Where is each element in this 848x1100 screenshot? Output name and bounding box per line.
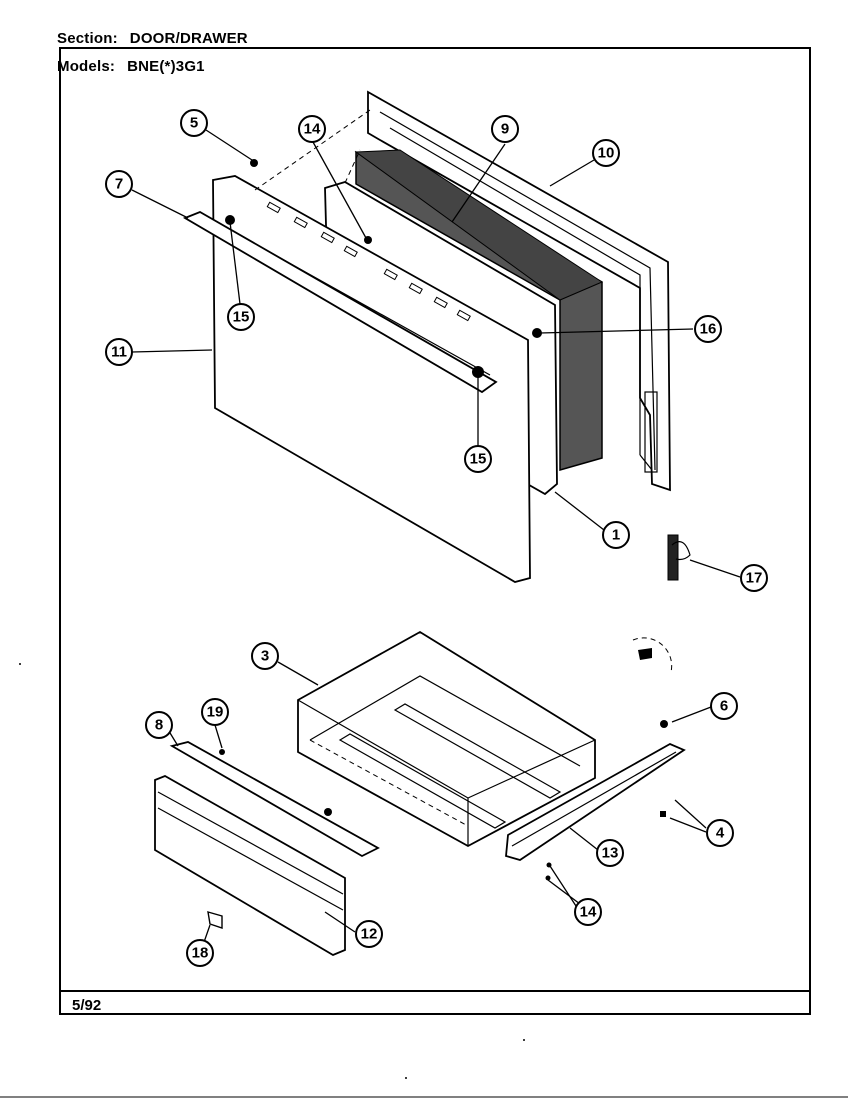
callout-15-right: 15 [464,445,492,473]
drawer-body [297,630,596,848]
svg-text:17: 17 [746,570,763,587]
svg-text:19: 19 [207,704,224,721]
callout-6: 6 [710,692,738,720]
svg-text:16: 16 [700,321,717,338]
svg-text:1: 1 [612,527,620,544]
models-value: BNE(*)3G1 [127,58,205,75]
callout-19: 19 [201,698,229,726]
svg-text:5: 5 [190,115,198,132]
drawer-front-trim [169,741,380,858]
callout-5: 5 [180,109,208,137]
svg-text:18: 18 [192,945,209,962]
callout-7: 7 [105,170,133,198]
callout-13: 13 [596,839,624,867]
callout-4: 4 [706,819,734,847]
callout-3: 3 [251,642,279,670]
callout-18: 18 [186,939,214,967]
models-label: Models: [57,58,116,75]
spacer-16-icon [532,328,542,338]
models-heading: Models: BNE(*)3G1 [57,58,205,75]
svg-text:6: 6 [720,698,728,715]
callout-12: 12 [355,920,383,948]
svg-text:13: 13 [602,845,619,862]
svg-text:9: 9 [501,121,509,138]
section-heading: Section: DOOR/DRAWER [57,30,248,47]
footer-divider [59,990,811,992]
insulation-pad [354,149,604,471]
leader-lines [131,129,741,946]
callout-11: 11 [105,338,133,366]
glide-clip-detail [632,637,673,817]
revision-date: 5/92 [72,997,102,1014]
svg-text:3: 3 [261,648,269,665]
door-handle [182,211,498,394]
callout-9: 9 [491,115,519,143]
svg-text:7: 7 [115,176,123,193]
callout-1: 1 [602,521,630,549]
svg-text:4: 4 [716,825,725,842]
callout-8: 8 [145,711,173,739]
door-inner-frame [367,90,671,492]
screw-5-icon [250,159,258,167]
svg-text:8: 8 [155,717,163,734]
drawer-slide-rail [505,742,686,861]
door-hinge [667,534,691,581]
callout-10: 10 [592,139,620,167]
svg-text:11: 11 [111,344,127,361]
drawer-bracket-icon [207,911,223,929]
diagram-frame [59,47,811,1015]
section-label: Section: [57,30,118,47]
drawer-front-panel [154,775,346,957]
callout-14-drawer: 14 [574,898,602,926]
svg-text:15: 15 [233,309,250,326]
callout-15-left: 15 [227,303,255,331]
svg-text:12: 12 [361,926,378,943]
svg-text:15: 15 [470,451,487,468]
svg-text:14: 14 [304,121,321,138]
callout-14-door: 14 [298,115,326,143]
callout-16: 16 [694,315,722,343]
section-value: DOOR/DRAWER [129,30,248,47]
callout-17: 17 [740,564,768,592]
svg-text:10: 10 [598,145,615,162]
svg-text:14: 14 [580,904,597,921]
